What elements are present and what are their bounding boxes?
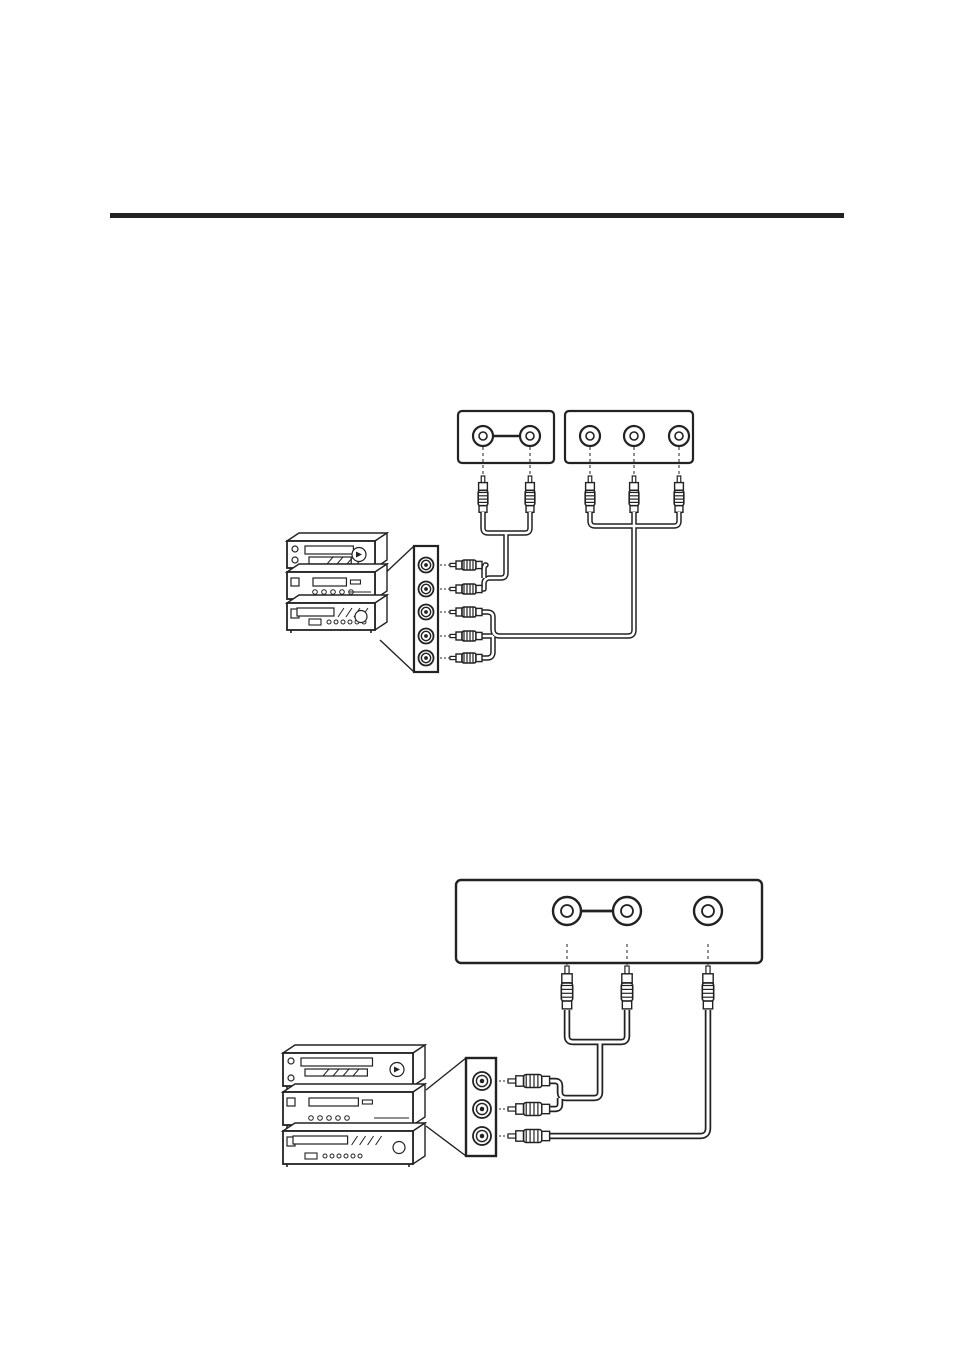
rca-plug-icon [495, 1075, 550, 1088]
tv-panel-left [458, 411, 554, 463]
device-jack-panel [380, 546, 438, 672]
rca-jack-icon [694, 897, 722, 925]
rca-jack-icon [419, 629, 434, 644]
rca-plug-icon [495, 1103, 550, 1116]
rca-jack-icon [473, 1100, 491, 1118]
rca-jack-icon [520, 426, 540, 446]
rca-plug-icon [561, 966, 572, 1009]
rca-jack-icon [473, 426, 493, 446]
cable [550, 1010, 708, 1136]
rca-plug-icon [440, 607, 482, 617]
av-unit [287, 595, 387, 633]
rca-plug-icon [478, 476, 488, 512]
upper-diagram [287, 411, 693, 672]
rca-jack-icon [473, 1072, 491, 1090]
rca-jack-icon [580, 426, 600, 446]
av-stack-icon [287, 533, 387, 633]
av-unit [283, 1084, 425, 1128]
device-jack-panel [426, 1058, 496, 1156]
rca-plug-icon [674, 476, 684, 512]
rca-plug-icon [585, 476, 595, 512]
rca-jack-icon [419, 582, 434, 597]
rca-jack-icon [624, 426, 644, 446]
lower-diagram [283, 880, 762, 1167]
rca-jack-icon [613, 897, 641, 925]
av-unit [283, 1123, 425, 1167]
av-unit [283, 1045, 425, 1089]
cable [482, 512, 679, 658]
tv-panel-right [565, 411, 693, 463]
rca-plug-icon [440, 584, 482, 594]
rca-plug-icon [440, 560, 482, 570]
rca-plug-icon [702, 966, 713, 1009]
rca-plug-icon [440, 653, 482, 663]
rca-jack-icon [473, 1127, 491, 1145]
rca-plug-icon [621, 966, 632, 1009]
rca-jack-icon [419, 651, 434, 666]
av-stack-icon [283, 1045, 425, 1167]
rca-plug-icon [495, 1130, 550, 1143]
rca-jack-icon [419, 605, 434, 620]
rca-plug-icon [525, 476, 535, 512]
tv-panel-wide [456, 880, 762, 963]
rca-jack-icon [419, 558, 434, 573]
rca-jack-icon [553, 897, 581, 925]
rca-plug-icon [440, 631, 482, 641]
rca-jack-icon [669, 426, 689, 446]
rca-plug-icon [629, 476, 639, 512]
